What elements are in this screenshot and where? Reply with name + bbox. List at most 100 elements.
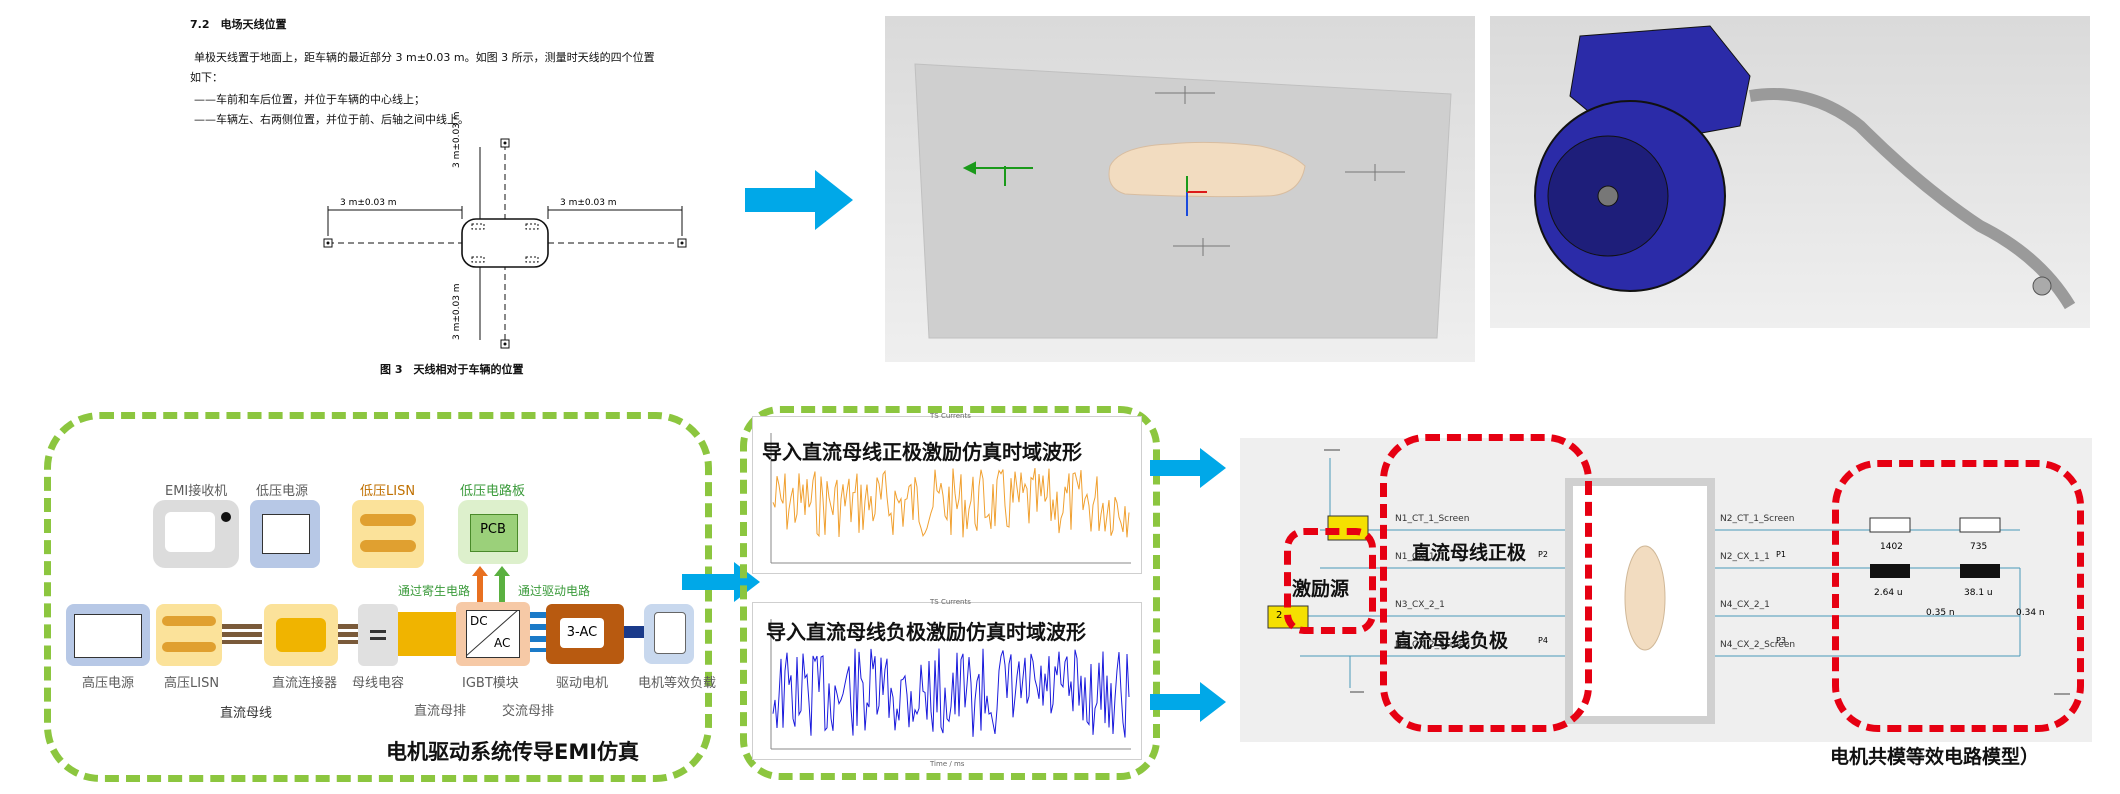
dc-bus-wire-2 bbox=[338, 624, 358, 644]
dc-connector bbox=[264, 604, 338, 666]
figure-caption: 图 3 天线相对于车辆的位置 bbox=[380, 363, 524, 376]
port-label: N3_CX_2_1 bbox=[1395, 600, 1445, 610]
igbt-label: IGBT模块 bbox=[462, 676, 519, 691]
neg-waveform-chart bbox=[752, 602, 1142, 760]
l2-value: 38.1 u bbox=[1964, 588, 1993, 598]
dc-label: DC bbox=[470, 614, 488, 628]
flow-arrow-3 bbox=[1150, 448, 1226, 488]
lv-lisn bbox=[352, 500, 424, 568]
r2-value: 735 bbox=[1970, 542, 1988, 552]
pos-bus-label: 直流母线正极 bbox=[1412, 542, 1527, 564]
schematic-caption: 电机共模等效电路模型） bbox=[1830, 746, 2040, 768]
port-label: N4_CX_2_1 bbox=[1720, 600, 1770, 610]
source-highlight bbox=[1284, 528, 1376, 634]
port-label: N2_CT_1_Screen bbox=[1720, 514, 1795, 524]
port-label: N2_CX_1_1 bbox=[1720, 552, 1770, 562]
coupling-arrows bbox=[472, 566, 510, 616]
hv-lisn bbox=[156, 604, 222, 666]
paragraph-1: 单极天线置于地面上，距车辆的最近部分 3 m±0.03 m。如图 3 所示，测量… bbox=[194, 51, 655, 64]
dc-busbar bbox=[398, 612, 456, 656]
flow-arrow-4 bbox=[1150, 682, 1226, 722]
dc-bus-wire bbox=[222, 624, 262, 644]
ac3-label: 3-AC bbox=[560, 618, 604, 648]
dim-right: 3 m±0.03 m bbox=[560, 198, 617, 208]
ac-busbar bbox=[530, 612, 546, 652]
list-item-2: ——车辆左、右两侧位置，并位于前、后轴之间中线上。 bbox=[194, 113, 469, 126]
c2-value: 0.34 n bbox=[2016, 608, 2045, 618]
standard-excerpt: 7.2 电场天线位置 单极天线置于地面上，距车辆的最近部分 3 m±0.03 m… bbox=[180, 8, 740, 378]
lv-board: PCB bbox=[458, 500, 528, 564]
pos-wave-title: 导入直流母线正极激励仿真时域波形 bbox=[762, 440, 1082, 464]
dc-bus-label: 直流母线 bbox=[220, 706, 273, 721]
dc-bus-highlight bbox=[1380, 434, 1592, 732]
flow-arrow-1 bbox=[745, 170, 853, 230]
neg-xlabel: Time / ms bbox=[930, 760, 965, 768]
lv-source-label: 低压电源 bbox=[256, 484, 309, 499]
parasitic-path-label: 通过寄生电路 bbox=[398, 584, 471, 598]
antenna-position-figure bbox=[323, 138, 687, 349]
lv-lisn-label: 低压LISN bbox=[360, 484, 416, 499]
cm-circuit-highlight bbox=[1832, 460, 2084, 732]
l1-value: 2.64 u bbox=[1874, 588, 1903, 598]
antenna-icon bbox=[1345, 164, 1405, 181]
list-item-1: ——车前和车后位置，并位于车辆的中心线上； bbox=[194, 93, 425, 106]
dc-connector-label: 直流连接器 bbox=[272, 676, 338, 691]
axis-gizmo bbox=[1186, 176, 1207, 216]
motor-3d-model bbox=[1490, 16, 2090, 328]
source-label: 激励源 bbox=[1292, 578, 1350, 600]
emi-receiver bbox=[153, 500, 239, 568]
bus-capacitor-label: 母线电容 bbox=[352, 676, 405, 691]
r1-value: 1402 bbox=[1880, 542, 1903, 552]
section-heading: 7.2 电场天线位置 bbox=[190, 18, 287, 31]
lv-board-label: 低压电路板 bbox=[460, 484, 526, 499]
neg-wave-line bbox=[772, 648, 1130, 738]
port-label: N4_CX_2_Screen bbox=[1720, 640, 1796, 650]
probe-label: P3 bbox=[1776, 636, 1786, 645]
neg-wave-title: 导入直流母线负极激励仿真时域波形 bbox=[766, 620, 1086, 644]
port-label: N1_CT_1_Screen bbox=[1395, 514, 1470, 524]
dim-bottom: 3 m±0.03 m bbox=[452, 283, 462, 340]
circuit-caption: 电机驱动系统传导EMI仿真 bbox=[386, 740, 640, 764]
pos-chart-title: TS Currents bbox=[930, 412, 971, 420]
emi-receiver-label: EMI接收机 bbox=[165, 484, 228, 499]
emi-simulation-panel bbox=[44, 412, 712, 782]
scene-graphic bbox=[914, 63, 1452, 339]
pcb-label: PCB bbox=[480, 522, 506, 537]
vehicle-3d-scene bbox=[885, 16, 1475, 362]
c1-value: 0.35 n bbox=[1926, 608, 1955, 618]
lv-source bbox=[250, 500, 320, 568]
bus-capacitor bbox=[358, 604, 398, 666]
port-2-label: 2 bbox=[1276, 610, 1283, 621]
dim-top: 3 m±0.03 m bbox=[452, 111, 462, 168]
probe-label: P2 bbox=[1538, 550, 1548, 559]
motor-eq-load bbox=[644, 604, 694, 664]
paragraph-2: 如下： bbox=[190, 71, 223, 84]
motor-eq-load-label: 电机等效负载 bbox=[638, 676, 717, 691]
dc-busbar-label: 直流母排 bbox=[414, 704, 467, 719]
dim-left: 3 m±0.03 m bbox=[340, 198, 397, 208]
waveform-panel bbox=[740, 406, 1160, 780]
drive-motor: 3-AC bbox=[546, 604, 624, 664]
hv-source-label: 高压电源 bbox=[82, 676, 135, 691]
pos-waveform-chart bbox=[752, 416, 1142, 574]
pos-wave-line bbox=[772, 468, 1130, 538]
port-label: N3_CX_2_Screen bbox=[1395, 640, 1471, 650]
port-label: N1_CX_1_1 bbox=[1395, 552, 1445, 562]
motor-model-thumb bbox=[1624, 545, 1666, 651]
drive-path-label: 通过驱动电路 bbox=[518, 584, 591, 598]
antenna-icon bbox=[1173, 238, 1230, 256]
ac-busbar-label: 交流母排 bbox=[502, 704, 555, 719]
car-model bbox=[1108, 141, 1306, 198]
antenna-icon bbox=[1155, 86, 1215, 104]
igbt-module: DC AC bbox=[456, 602, 530, 666]
probe-label: P1 bbox=[1776, 550, 1786, 559]
drive-motor-label: 驱动电机 bbox=[556, 676, 609, 691]
ac-label: AC bbox=[494, 636, 511, 650]
motor-wire bbox=[624, 626, 644, 638]
motor-graphic bbox=[1534, 25, 2076, 310]
neg-chart-title: TS Currents bbox=[930, 598, 971, 606]
cable bbox=[1749, 88, 2076, 310]
hv-lisn-label: 高压LISN bbox=[164, 676, 220, 691]
antenna-icon-active bbox=[962, 161, 1033, 186]
hv-source bbox=[66, 604, 150, 666]
